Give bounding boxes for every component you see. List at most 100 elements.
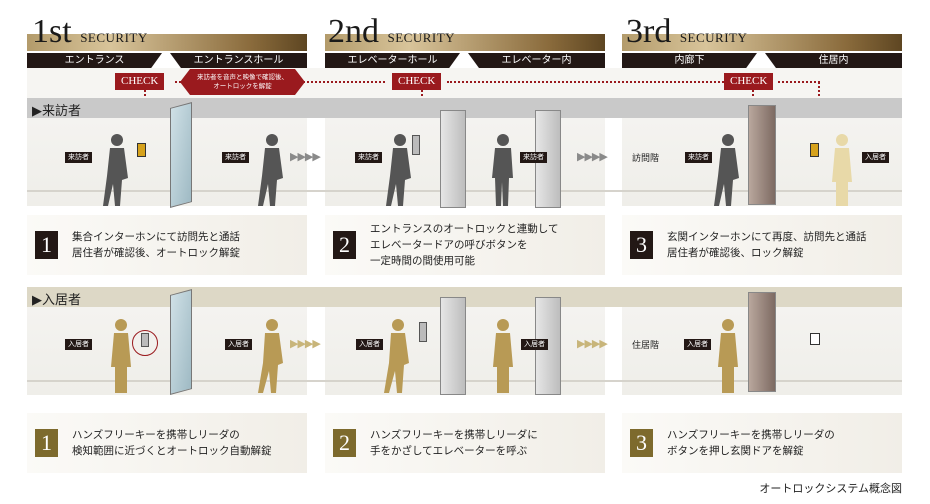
step-number: 2 <box>333 231 356 259</box>
visitor-figure-icon <box>258 134 283 206</box>
progress-arrows-icon: ▶▶▶▶ <box>577 337 608 350</box>
resident-tag: 入居者 <box>684 339 711 350</box>
step-line: 居住者が確認後、オートロック解錠 <box>72 247 240 259</box>
stage-word: SECURITY <box>80 30 148 45</box>
resident-step-1: 1 ハンズフリーキーを携帯しリーダの検知範囲に近づくとオートロック自動解錠 <box>27 413 307 473</box>
switch-icon <box>810 333 820 345</box>
resident-figure-icon <box>258 319 283 393</box>
tab-entrance: エントランス <box>27 53 162 68</box>
resident-figure-icon <box>718 319 738 393</box>
step-line: 一定時間の間使用可能 <box>370 255 475 267</box>
step-number: 2 <box>333 429 356 457</box>
step-number: 1 <box>35 429 58 457</box>
dotted-line <box>447 81 727 83</box>
visitor-floor-label: 訪問階 <box>632 154 660 164</box>
residence-door <box>748 292 776 392</box>
visitor-figure-icon <box>103 134 128 206</box>
step-line: 集合インターホンにて訪問先と通話 <box>72 231 240 243</box>
step-line: 手をかざしてエレベーターを呼ぶ <box>370 445 528 457</box>
tab-entrance-hall: エントランスホール <box>170 53 307 68</box>
visitor-figure-icon <box>386 134 411 206</box>
tab-inner-corridor: 内廊下 <box>622 53 757 68</box>
stage-title: 1st SECURITY <box>32 14 148 56</box>
dotted-line <box>752 90 754 104</box>
check-badge-3: CHECK <box>724 73 774 90</box>
resident-silhouettes <box>111 319 738 393</box>
step-number: 3 <box>630 231 653 259</box>
progress-arrows-icon: ▶▶▶▶ <box>290 150 321 163</box>
visitor-tag: 来訪者 <box>355 152 382 163</box>
step-line: ボタンを押し玄関ドアを解錠 <box>667 445 804 457</box>
resident-figure-icon <box>832 134 852 206</box>
resident-tag: 入居者 <box>521 339 548 350</box>
check-note-line: オートロックを解錠 <box>213 82 272 90</box>
resident-floor-label: 住居階 <box>632 341 660 351</box>
resident-tag: 入居者 <box>65 339 92 350</box>
visitor-band <box>27 98 902 118</box>
step-number: 3 <box>630 429 653 457</box>
step-text: 玄関インターホンにて再度、訪問先と通話居住者が確認後、ロック解錠 <box>667 229 867 261</box>
check-badge-2: CHECK <box>392 73 442 90</box>
resident-step-2: 2 ハンズフリーキーを携帯しリーダに手をかざしてエレベーターを呼ぶ <box>325 413 605 473</box>
step-line: ハンズフリーキーを携帯しリーダに <box>370 429 538 441</box>
step-text: ハンズフリーキーを携帯しリーダの検知範囲に近づくとオートロック自動解錠 <box>72 427 272 459</box>
visitor-step-3: 3 玄関インターホンにて再度、訪問先と通話居住者が確認後、ロック解錠 <box>622 215 902 275</box>
visitor-step-1: 1 集合インターホンにて訪問先と通話居住者が確認後、オートロック解錠 <box>27 215 307 275</box>
dotted-line <box>818 82 820 104</box>
dotted-line <box>421 90 423 104</box>
elevator-panel-icon <box>419 322 427 342</box>
visitor-figure-icon <box>714 134 739 206</box>
stage-word: SECURITY <box>387 30 456 45</box>
check-note-line: 来訪者を音声と映像で確認後、 <box>197 73 288 81</box>
resident-tag: 入居者 <box>225 339 252 350</box>
intercom-icon <box>810 143 819 157</box>
reader-icon <box>141 333 149 347</box>
elevator-door <box>440 297 466 395</box>
visitor-figure-icon <box>492 134 513 206</box>
step-text: エントランスのオートロックと連動してエレベータードアの呼びボタンを一定時間の間使… <box>370 221 558 269</box>
resident-figure-icon <box>384 319 409 393</box>
step-number: 1 <box>35 231 58 259</box>
elevator-door <box>440 110 466 208</box>
stage-number: 1st <box>32 13 72 50</box>
check-badge-1: CHECK <box>115 73 165 90</box>
gold-bar <box>622 34 902 51</box>
progress-arrows-icon: ▶▶▶▶ <box>577 150 608 163</box>
resident-section-label: ▶入居者 <box>32 293 81 308</box>
figure-caption: オートロックシステム概念図 <box>759 482 902 495</box>
visitor-step-2: 2 エントランスのオートロックと連動してエレベータードアの呼びボタンを一定時間の… <box>325 215 605 275</box>
step-line: ハンズフリーキーを携帯しリーダの <box>667 429 835 441</box>
elevator-panel-icon <box>412 135 420 155</box>
check-note: 来訪者を音声と映像で確認後、 オートロックを解錠 <box>180 69 305 95</box>
resident-tag: 入居者 <box>862 152 889 163</box>
step-text: ハンズフリーキーを携帯しリーダに手をかざしてエレベーターを呼ぶ <box>370 427 538 459</box>
stage-title: 3rd SECURITY <box>626 14 747 56</box>
visitor-tag: 来訪者 <box>520 152 547 163</box>
tab-elevator-inside: エレベーター内 <box>468 53 605 68</box>
step-line: 居住者が確認後、ロック解錠 <box>667 247 804 259</box>
gold-bar <box>325 34 605 51</box>
stage-title: 2nd SECURITY <box>328 14 455 56</box>
step-text: ハンズフリーキーを携帯しリーダのボタンを押し玄関ドアを解錠 <box>667 427 835 459</box>
residence-door <box>748 105 776 205</box>
resident-figure-icon <box>493 319 513 393</box>
resident-figure-icon <box>111 319 131 393</box>
resident-tag: 入居者 <box>356 339 383 350</box>
gold-bar <box>27 34 307 51</box>
dotted-line <box>778 81 820 83</box>
resident-step-3: 3 ハンズフリーキーを携帯しリーダのボタンを押し玄関ドアを解錠 <box>622 413 902 473</box>
sensor-range-icon <box>132 330 158 356</box>
visitor-tag: 来訪者 <box>685 152 712 163</box>
stage-number: 3rd <box>626 13 672 50</box>
tab-residence: 住居内 <box>765 53 902 68</box>
stage-word: SECURITY <box>679 30 748 45</box>
visitor-silhouettes <box>103 134 852 206</box>
stage-number: 2nd <box>328 13 379 50</box>
step-line: エレベータードアの呼びボタンを <box>370 239 528 251</box>
step-text: 集合インターホンにて訪問先と通話居住者が確認後、オートロック解錠 <box>72 229 240 261</box>
dotted-line <box>144 90 146 104</box>
step-line: 玄関インターホンにて再度、訪問先と通話 <box>667 231 867 243</box>
step-line: ハンズフリーキーを携帯しリーダの <box>72 429 240 441</box>
intercom-icon <box>137 143 146 157</box>
visitor-tag: 来訪者 <box>222 152 249 163</box>
